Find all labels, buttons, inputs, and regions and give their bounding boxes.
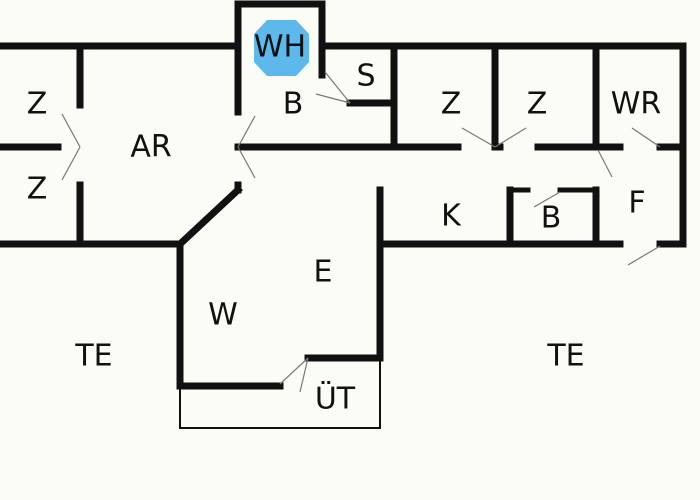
room-label-wh: WH <box>254 30 306 65</box>
room-label-z-mid-1: Z <box>441 87 462 122</box>
room-label-z-bottom-left: Z <box>27 172 48 207</box>
wall-diagonal <box>175 185 243 249</box>
door-swing <box>597 149 613 178</box>
room-label-e: E <box>314 255 333 290</box>
room-label-ut: ÜT <box>315 381 356 417</box>
room-labels: WH Z Z AR B S Z Z WR K B F E W ÜT TE TE <box>27 30 662 417</box>
door-swing <box>299 357 309 393</box>
room-label-z-mid-2: Z <box>527 87 548 122</box>
door-swing <box>627 245 661 266</box>
room-label-te-left: TE <box>74 339 112 374</box>
door-swing <box>61 146 81 181</box>
room-label-s: S <box>356 59 375 94</box>
wall-wh-alcove <box>234 0 326 79</box>
door-swing <box>631 127 661 148</box>
door-swing <box>533 191 561 208</box>
door-swing <box>279 357 309 385</box>
room-label-b-top: B <box>283 87 304 122</box>
room-label-wr: WR <box>611 87 662 122</box>
room-label-f: F <box>628 186 645 221</box>
door-swing <box>237 146 256 179</box>
room-label-ar: AR <box>130 130 171 165</box>
door-swing <box>61 113 81 148</box>
wh-highlight-octagon <box>254 20 309 76</box>
room-label-te-right: TE <box>546 339 584 374</box>
walls <box>0 0 687 390</box>
door-swing <box>315 93 351 104</box>
room-label-w: W <box>208 298 238 333</box>
door-swing <box>324 71 351 104</box>
terrace-outline <box>179 358 381 429</box>
door-swings <box>61 71 661 393</box>
room-label-z-top-left: Z <box>27 87 48 122</box>
room-label-b-bottom: B <box>541 201 562 236</box>
door-swing <box>461 127 496 148</box>
door-swing <box>237 115 256 148</box>
door-swing <box>494 127 527 148</box>
room-label-k: K <box>441 199 462 234</box>
